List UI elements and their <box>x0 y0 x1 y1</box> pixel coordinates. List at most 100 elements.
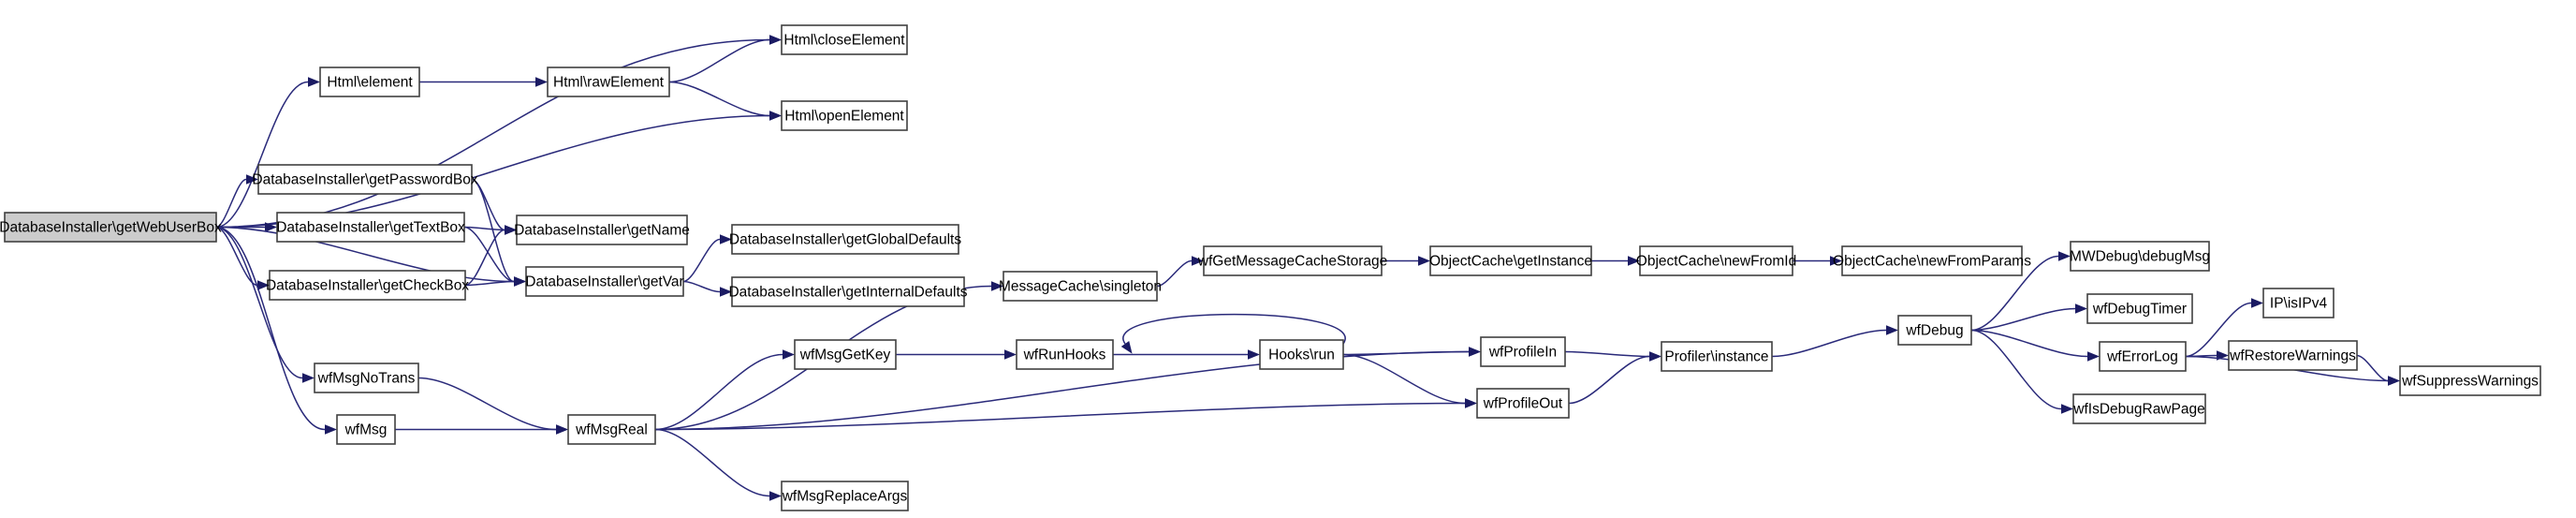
node-box[interactable] <box>1639 245 1793 276</box>
edge-arrowhead <box>302 373 315 383</box>
node-box[interactable] <box>1661 341 1773 372</box>
node-box[interactable] <box>1841 245 2023 276</box>
node-box[interactable] <box>276 212 465 243</box>
edge-arrowhead <box>246 174 258 185</box>
graph-node-html-raw-element[interactable]: Html\rawElement <box>547 67 670 97</box>
call-edge-hooks-run-to-wf-profile-out <box>1342 353 1466 405</box>
graph-node-wf-msg-real[interactable]: wfMsgReal <box>567 414 656 445</box>
node-box[interactable] <box>567 414 656 445</box>
edge-arrowhead <box>535 77 548 87</box>
node-box[interactable] <box>2070 241 2210 272</box>
graph-node-wf-debug-timer[interactable]: wfDebugTimer <box>2086 293 2193 324</box>
graph-node-wf-restore-warnings[interactable]: wfRestoreWarnings <box>2228 340 2358 371</box>
graph-node-wf-suppress-warnings[interactable]: wfSuppressWarnings <box>2399 365 2541 396</box>
call-edge-get-check-box-to-get-name <box>464 229 505 287</box>
call-edge-get-var-to-get-global-defaults <box>682 238 721 283</box>
node-box[interactable] <box>781 481 909 511</box>
node-box[interactable] <box>516 215 688 245</box>
graph-node-mw-debug-debug-msg[interactable]: MWDebug\debugMsg <box>2070 241 2210 272</box>
edge-arrowhead <box>2087 351 2100 362</box>
node-box[interactable] <box>257 164 473 195</box>
graph-node-get-check-box[interactable]: DatabaseInstaller\getCheckBox <box>266 270 469 301</box>
graph-node-get-web-user-box[interactable]: DatabaseInstaller\getWebUserBox <box>0 212 222 243</box>
edge-arrowhead <box>720 287 732 297</box>
node-box-root[interactable] <box>4 212 217 243</box>
node-box[interactable] <box>1480 336 1566 367</box>
graph-node-wf-msg-no-trans[interactable]: wfMsgNoTrans <box>314 363 419 393</box>
graph-node-html-open-element[interactable]: Html\openElement <box>781 100 908 131</box>
node-box[interactable] <box>1003 271 1158 302</box>
graph-node-get-name[interactable]: DatabaseInstaller\getName <box>514 215 690 245</box>
graph-node-wf-is-debug-raw-page[interactable]: wfIsDebugRawPage <box>2072 393 2206 424</box>
graph-node-ip-is-ipv4[interactable]: IP\isIPv4 <box>2262 288 2334 318</box>
node-box[interactable] <box>319 67 420 97</box>
node-box[interactable] <box>781 100 908 131</box>
graph-node-profiler-instance[interactable]: Profiler\instance <box>1661 341 1773 372</box>
node-box[interactable] <box>2086 293 2193 324</box>
call-edge-html-raw-element-to-html-open-element <box>668 81 770 117</box>
node-box[interactable] <box>731 276 965 307</box>
graph-node-get-global-defaults[interactable]: DatabaseInstaller\getGlobalDefaults <box>729 224 961 255</box>
edge-arrowhead <box>1886 325 1898 335</box>
edge-layer <box>215 35 2400 501</box>
call-edge-wf-error-log-to-ip-is-ipv4 <box>2185 302 2252 358</box>
node-box[interactable] <box>2072 393 2206 424</box>
call-edge-get-var-to-get-internal-defaults <box>682 280 721 293</box>
graph-node-get-text-box[interactable]: DatabaseInstaller\getTextBox <box>276 212 465 243</box>
node-box[interactable] <box>794 339 897 370</box>
call-edge-wf-msg-real-to-wf-msg-get-key <box>654 353 783 431</box>
graph-node-html-close-element[interactable]: Html\closeElement <box>781 24 908 55</box>
graph-node-object-cache-get-instance[interactable]: ObjectCache\getInstance <box>1429 245 1592 276</box>
graph-node-wf-error-log[interactable]: wfErrorLog <box>2099 341 2187 372</box>
node-box[interactable] <box>2228 340 2358 371</box>
graph-node-html-element[interactable]: Html\element <box>319 67 420 97</box>
edge-arrowhead <box>2058 251 2071 261</box>
node-box[interactable] <box>731 224 959 255</box>
graph-node-message-cache-singleton[interactable]: MessageCache\singleton <box>999 271 1162 302</box>
call-edge-hooks-run-to-wf-run-hooks <box>1122 313 1346 345</box>
call-edge-wf-msg-real-to-wf-msg-replace-args <box>654 428 770 497</box>
node-box[interactable] <box>1259 339 1344 370</box>
node-box[interactable] <box>314 363 419 393</box>
graph-node-hooks-run[interactable]: Hooks\run <box>1259 339 1344 370</box>
graph-node-get-var[interactable]: DatabaseInstaller\getVar <box>525 266 684 297</box>
node-box[interactable] <box>1429 245 1592 276</box>
edge-arrowhead <box>2251 298 2263 308</box>
node-box[interactable] <box>781 24 908 55</box>
edge-arrowhead <box>769 35 782 45</box>
node-box[interactable] <box>1203 245 1383 276</box>
graph-node-wf-msg[interactable]: wfMsg <box>336 414 396 445</box>
node-box[interactable] <box>2262 288 2334 318</box>
edge-arrowhead <box>769 111 782 121</box>
node-box[interactable] <box>1897 315 1972 346</box>
graph-node-wf-profile-in[interactable]: wfProfileIn <box>1480 336 1566 367</box>
graph-node-wf-get-message-cache-storage[interactable]: wfGetMessageCacheStorage <box>1197 245 1387 276</box>
graph-node-object-cache-new-from-id[interactable]: ObjectCache\newFromId <box>1636 245 1796 276</box>
call-edge-wf-msg-no-trans-to-wf-msg-real <box>417 377 557 431</box>
call-edge-wf-profile-out-to-profiler-instance <box>1568 355 1650 405</box>
node-box[interactable] <box>2399 365 2541 396</box>
graph-node-get-password-box[interactable]: DatabaseInstaller\getPasswordBox <box>252 164 478 195</box>
graph-node-wf-run-hooks[interactable]: wfRunHooks <box>1016 339 1114 370</box>
node-box[interactable] <box>2099 341 2187 372</box>
graph-node-wf-msg-replace-args[interactable]: wfMsgReplaceArgs <box>781 481 909 511</box>
call-edge-get-web-user-box-to-wf-msg <box>215 226 326 431</box>
node-box[interactable] <box>547 67 670 97</box>
call-edge-get-web-user-box-to-get-password-box <box>215 178 247 229</box>
edge-arrowhead <box>514 276 526 287</box>
node-box[interactable] <box>269 270 466 301</box>
graph-node-get-internal-defaults[interactable]: DatabaseInstaller\getInternalDefaults <box>728 276 968 307</box>
call-edge-wf-debug-to-wf-debug-timer <box>1970 307 2076 332</box>
call-edge-message-cache-singleton-to-wf-get-message-cache-storage <box>1156 259 1193 288</box>
graph-node-object-cache-new-from-params[interactable]: ObjectCache\newFromParams <box>1833 245 2031 276</box>
node-box[interactable] <box>336 414 396 445</box>
graph-node-wf-profile-out[interactable]: wfProfileOut <box>1476 388 1570 419</box>
node-box[interactable] <box>1016 339 1114 370</box>
graph-node-wf-msg-get-key[interactable]: wfMsgGetKey <box>794 339 897 370</box>
call-edge-get-password-box-to-get-var <box>471 178 515 283</box>
graph-node-wf-debug[interactable]: wfDebug <box>1897 315 1972 346</box>
node-box[interactable] <box>525 266 684 297</box>
node-box[interactable] <box>1476 388 1570 419</box>
edge-arrowhead <box>257 280 270 290</box>
